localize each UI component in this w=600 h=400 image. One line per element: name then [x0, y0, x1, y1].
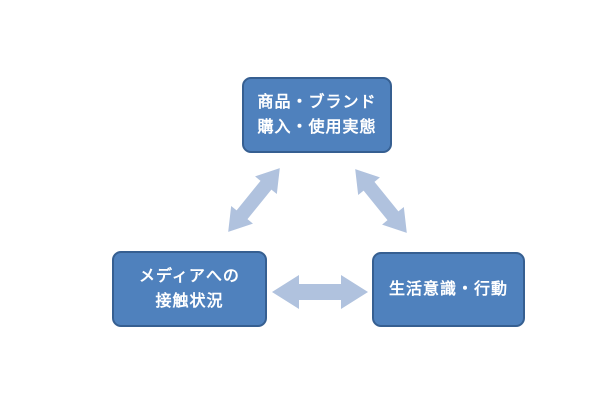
- arrow-product-media: [217, 159, 291, 241]
- node-media-contact: メディアへの 接触状況: [112, 251, 267, 327]
- node-lifestyle-behavior-line1: 生活意識・行動: [388, 280, 508, 298]
- node-product-brand: 商品・ブランド 購入・使用実態: [242, 77, 392, 153]
- node-product-brand-line2: 購入・使用実態: [257, 118, 377, 136]
- arrow-product-lifestyle: [344, 160, 418, 242]
- node-lifestyle-behavior: 生活意識・行動: [372, 252, 525, 327]
- node-media-contact-line1: メディアへの: [139, 267, 240, 285]
- node-product-brand-line1: 商品・ブランド: [257, 93, 377, 111]
- arrow-media-lifestyle: [272, 275, 368, 309]
- node-media-contact-line2: 接触状況: [155, 292, 224, 310]
